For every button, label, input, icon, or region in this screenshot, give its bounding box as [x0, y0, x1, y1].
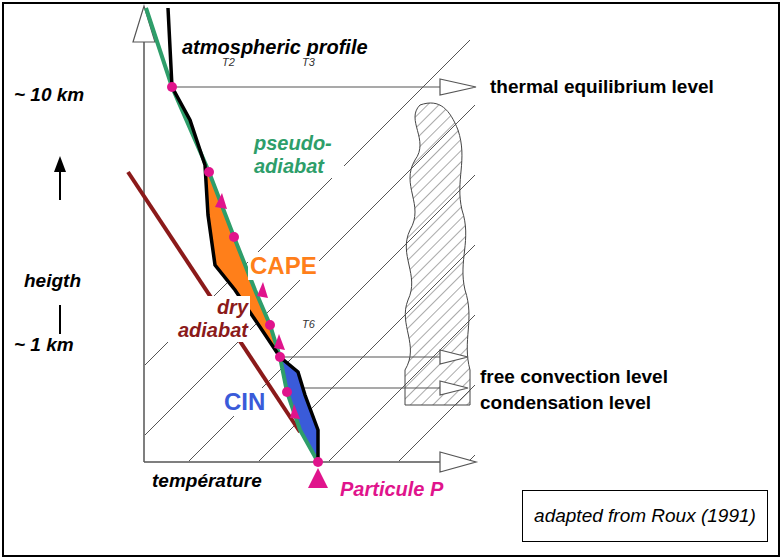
temperature-axis: [144, 461, 442, 463]
diagram-label: Particule P: [338, 478, 445, 501]
level-line: [300, 387, 442, 388]
credit-text: adapted from Roux (1991): [534, 505, 756, 527]
pseudo-adiabat-line: [146, 8, 318, 462]
diagram-label: condensation level: [478, 392, 653, 414]
diagram-label: ~ 1 km: [12, 334, 76, 356]
axis-arrowhead: [440, 452, 476, 472]
level-arrowhead: [440, 350, 468, 364]
diagram-label: thermal equilibrium level: [488, 76, 716, 98]
diagram-label: dry adiabat: [168, 296, 250, 342]
diagram-label: ~ 10 km: [12, 84, 86, 106]
diagram-label: CAPE: [248, 252, 319, 280]
parcel-triangle: [308, 468, 328, 488]
diagram-label: T6: [300, 318, 317, 331]
diagram-label: T3: [300, 56, 317, 69]
level-line: [172, 86, 442, 87]
diagram-label: atmospheric profile: [180, 36, 370, 59]
height-arrow: [59, 168, 61, 200]
diagram-label: free convection level: [478, 366, 670, 388]
diagram-label: T2: [220, 56, 237, 69]
level-line: [280, 356, 442, 357]
level-arrowhead: [440, 381, 468, 395]
credit-box: adapted from Roux (1991): [522, 490, 768, 542]
diagram-label: heigth: [22, 270, 83, 292]
diagram-label: CIN: [222, 388, 267, 416]
profile-line: [168, 8, 318, 462]
dry-adiabat-line: [128, 172, 300, 432]
outer-frame: [3, 3, 779, 556]
height-arrowhead: [54, 156, 66, 172]
level-arrowhead: [440, 79, 476, 95]
height-axis: [143, 40, 145, 462]
height-arrow: [59, 305, 61, 335]
cloud-hatching: [405, 103, 470, 405]
isotherm-lines: [145, 40, 475, 461]
diagram-label: pseudo-adiabat: [252, 132, 344, 178]
diagram-label: température: [150, 470, 264, 492]
